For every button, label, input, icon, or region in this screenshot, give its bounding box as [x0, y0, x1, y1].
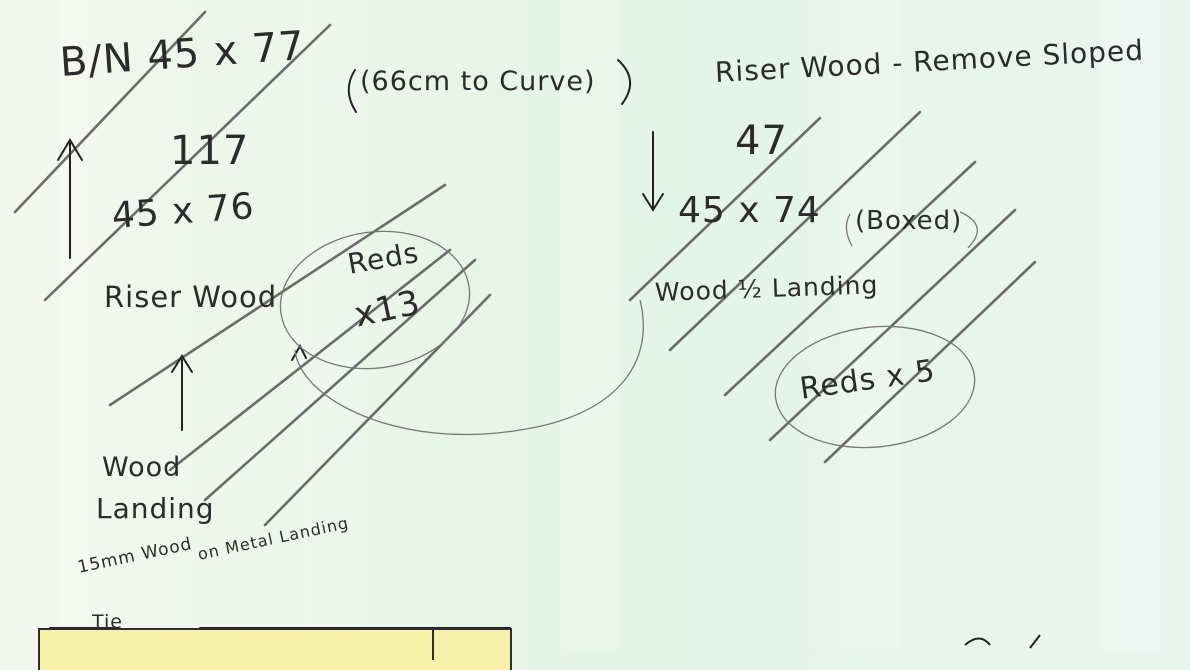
up-arrow-head — [171, 354, 193, 373]
stair-line — [168, 248, 452, 472]
right-note: (Boxed) — [855, 206, 963, 236]
right-measure: 45 x 74 — [678, 190, 821, 231]
reds-circle-right — [774, 325, 976, 449]
left-material: Riser Wood — [104, 280, 278, 314]
right-top-number: 47 — [735, 118, 788, 164]
stair-line — [108, 183, 447, 407]
left-note: (66cm to Curve) — [360, 66, 596, 97]
stair-line — [668, 110, 922, 352]
tie-label: Tie — [92, 611, 123, 633]
stair-line — [43, 23, 332, 302]
stair-line — [823, 260, 1037, 464]
stair-line — [628, 116, 822, 302]
stair-line — [768, 208, 1017, 442]
up-arrow-head — [57, 138, 83, 161]
reds-circle — [279, 230, 471, 370]
left-top-number: 117 — [170, 128, 250, 174]
small-arrow — [291, 343, 307, 361]
stair-line — [13, 10, 207, 214]
connector-curve — [294, 299, 644, 436]
box-divider — [432, 630, 434, 660]
stair-line — [723, 160, 977, 397]
left-landing-line2: Landing — [96, 492, 215, 525]
down-arrow-head — [642, 193, 664, 212]
left-landing-line1: Wood — [102, 452, 182, 483]
stair-line — [203, 258, 477, 502]
tie-box — [38, 628, 512, 670]
